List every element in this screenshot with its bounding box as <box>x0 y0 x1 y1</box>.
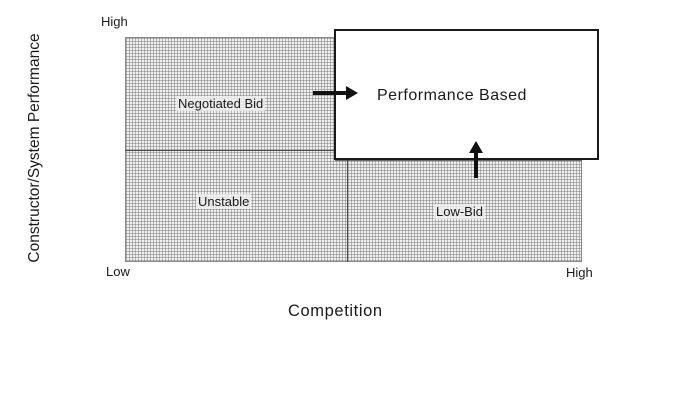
horizontal-divider <box>125 150 335 151</box>
performance-based-label: Performance Based <box>377 87 527 104</box>
arrow-up-shaft <box>474 150 478 178</box>
arrow-up-head <box>469 141 483 153</box>
horizontal-divider-right <box>335 160 582 161</box>
negotiated-bid-label: Negotiated Bid <box>176 96 266 111</box>
x-axis-title: Competition <box>288 302 383 320</box>
performance-based-box <box>334 29 599 160</box>
vertical-divider <box>347 160 348 262</box>
arrow-right-head <box>346 86 358 100</box>
unstable-label: Unstable <box>196 194 252 209</box>
low-bid-label: Low-Bid <box>434 204 485 219</box>
arrow-right-shaft <box>313 91 349 95</box>
y-axis-high-label: High <box>101 14 128 29</box>
x-axis-low-label: Low <box>106 264 130 279</box>
x-axis-high-label: High <box>566 265 593 280</box>
y-axis-title: Constructor/System Performance <box>26 33 43 263</box>
